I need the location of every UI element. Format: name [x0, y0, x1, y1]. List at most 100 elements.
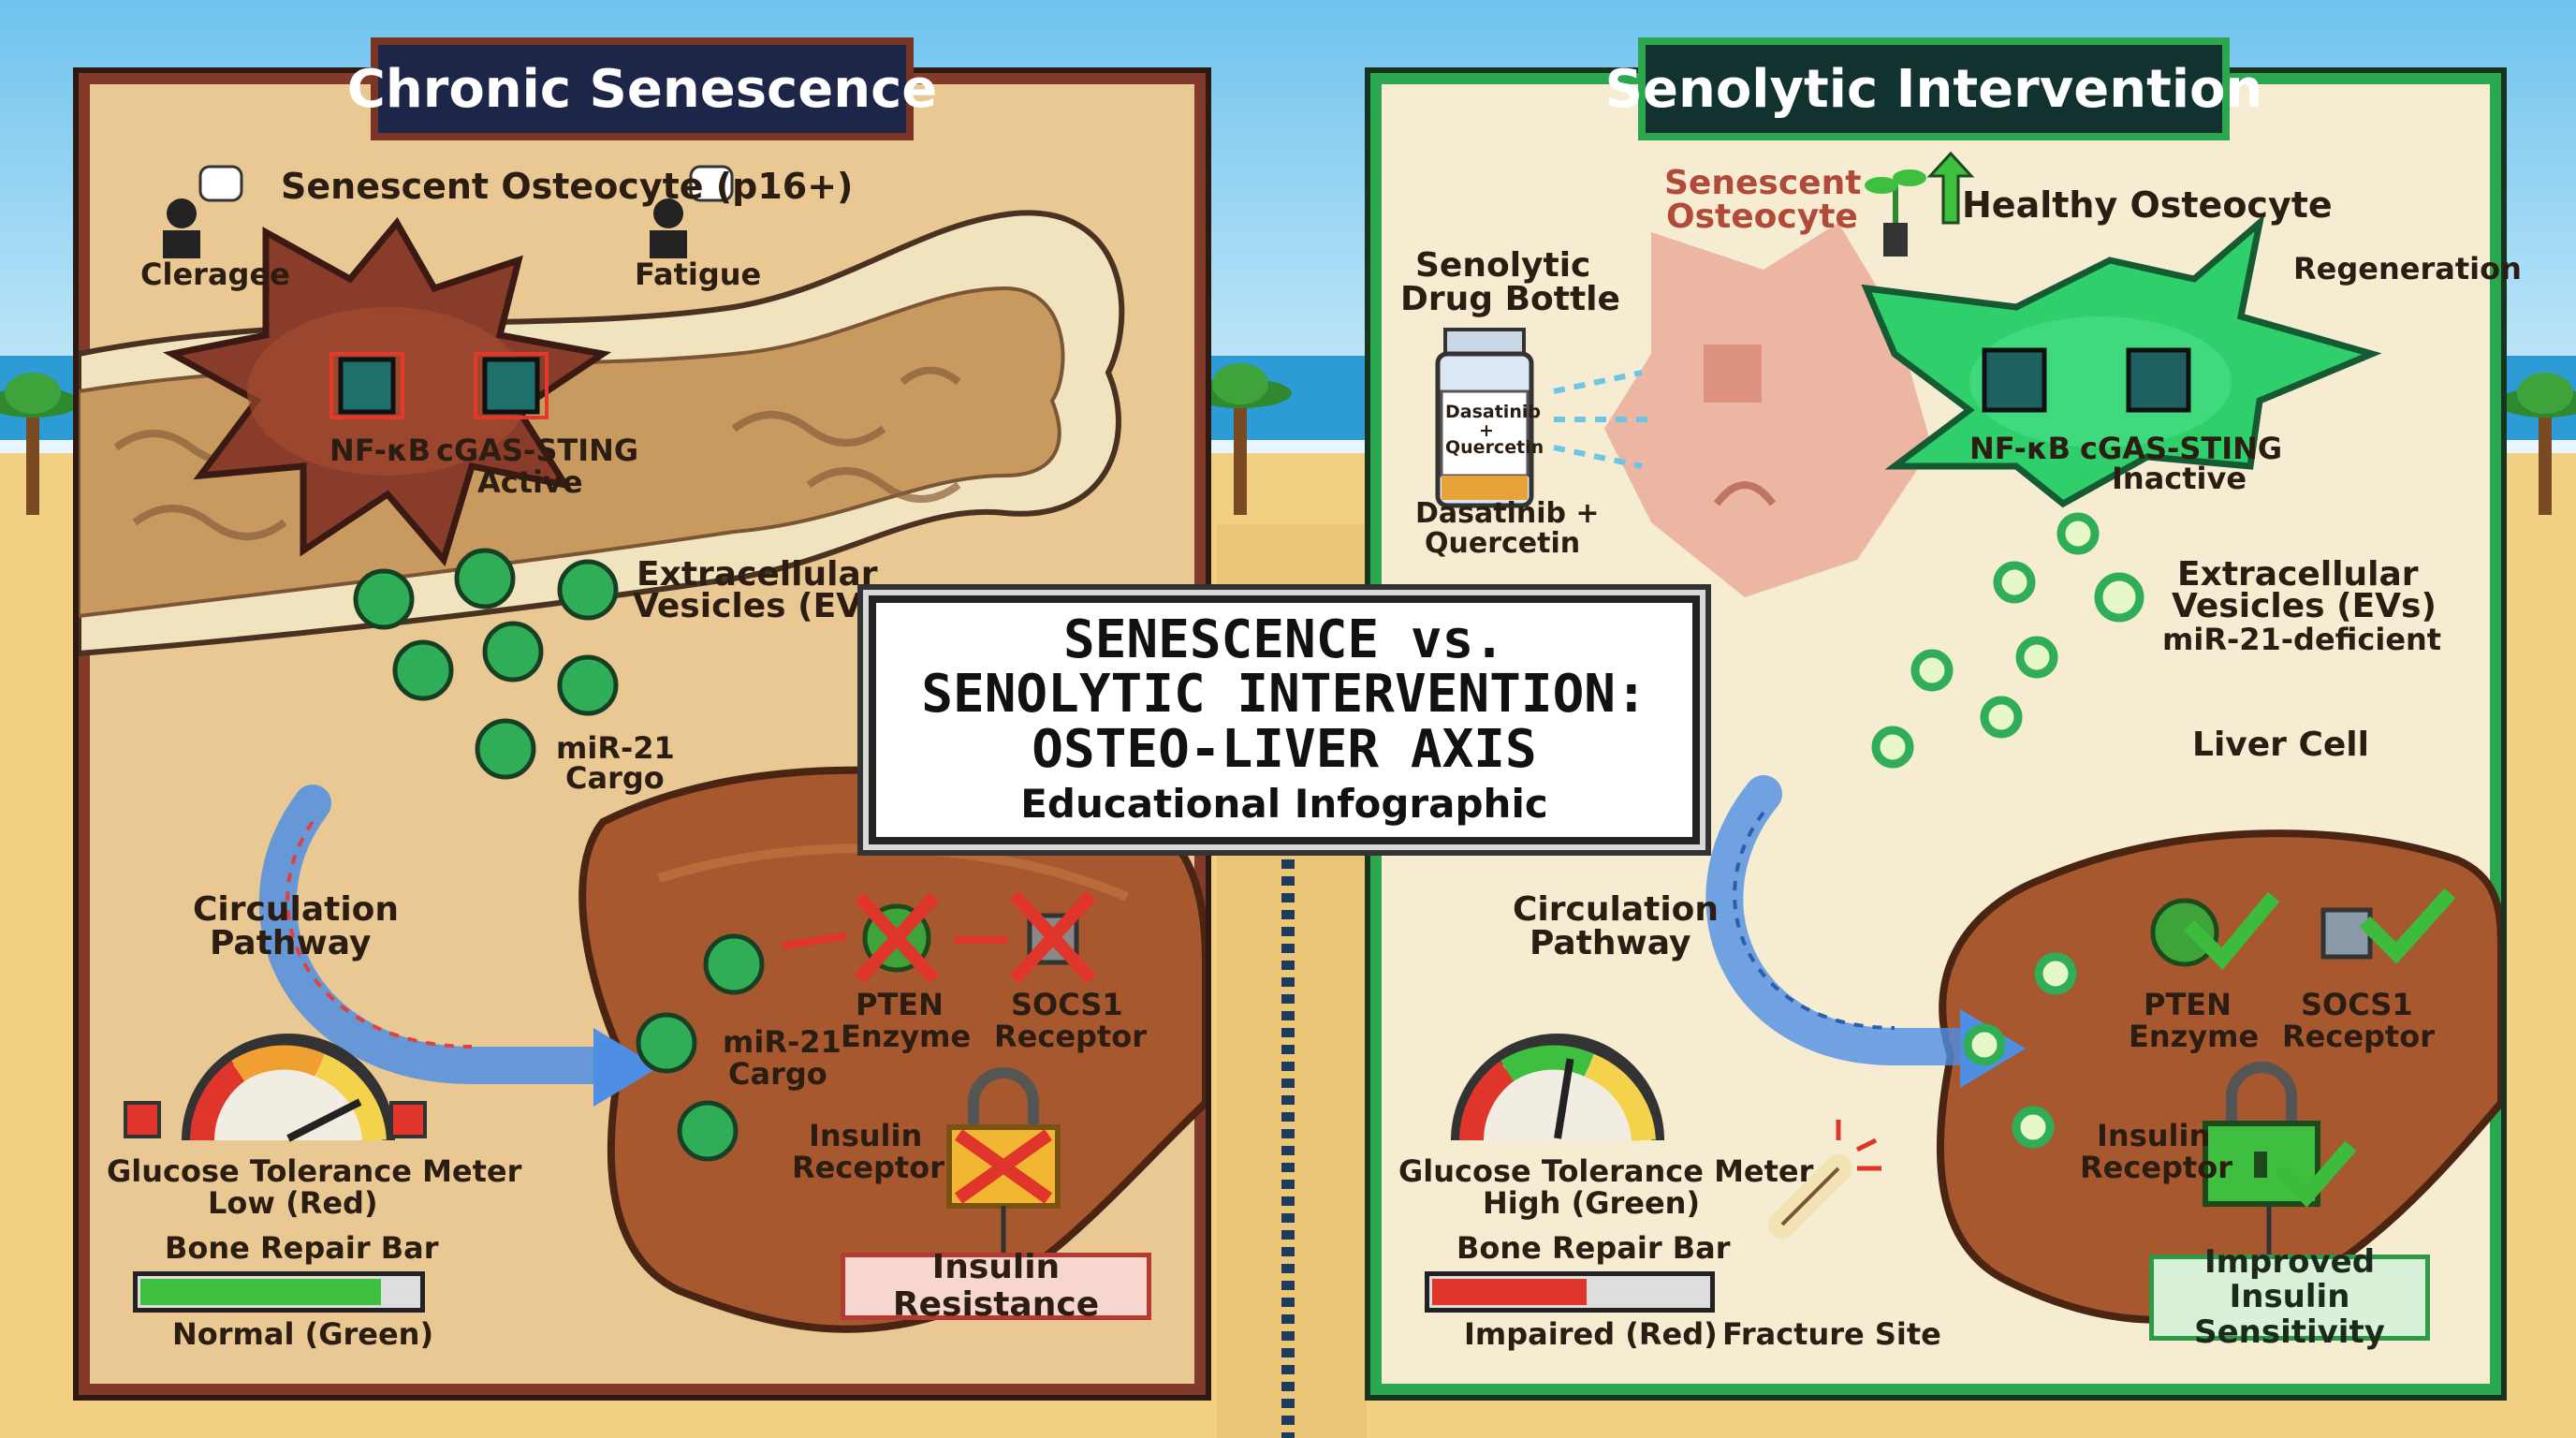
bone-repair-bar-right	[1425, 1271, 1715, 1313]
ev-label-3: miR-21-deficient	[2162, 622, 2442, 657]
insulin-resistance-tag: Insulin Resistance	[841, 1249, 1151, 1323]
mir21-label-2: Cargo	[565, 760, 665, 796]
socs1-satellite-icon	[2320, 907, 2373, 960]
nfkb-label: NF-κB	[329, 433, 432, 468]
bone-status-label: Impaired (Red)	[1464, 1316, 1718, 1352]
senescent-label-1: Senescent	[1664, 164, 1862, 202]
liver-mir21-label-1: miR-21	[723, 1024, 842, 1060]
glucose-gauge-right	[1451, 1034, 1664, 1142]
cgas-chip-icon	[2126, 347, 2191, 413]
nfkb-label: NF-κB	[1969, 431, 2071, 466]
worker-icon	[163, 198, 200, 258]
palm-tree-icon	[2498, 373, 2576, 515]
vial-label-2: +	[1479, 420, 1494, 441]
main-title-line-3: OSTEO-LIVER AXIS	[1032, 718, 1537, 780]
cgas-sting-label: cGAS-STING	[2080, 431, 2283, 466]
liver-cell-label: Liver Cell	[2192, 726, 2369, 764]
check-icon	[2359, 888, 2456, 964]
insulin-receptor-label-2: Receptor	[792, 1150, 944, 1185]
main-title-line-2: SENOLYTIC INTERVENTION:	[921, 664, 1647, 726]
left-illustration	[79, 165, 1206, 1333]
vial-label-1: Dasatinib	[1445, 402, 1541, 422]
fatigue-label: Fatigue	[635, 257, 762, 292]
circulation-label-1: Circulation	[1513, 890, 1720, 929]
glucose-meter-label: Glucose Tolerance Meter	[107, 1153, 522, 1189]
nfkb-chip-icon	[1982, 347, 2047, 413]
extracellular-vesicles	[1871, 512, 2144, 769]
extracellular-vesicles	[353, 548, 619, 780]
cgas-sting-label: cGAS-STING	[436, 433, 639, 468]
healthy-osteocyte-label: Healthy Osteocyte	[1962, 184, 2333, 226]
liver-mir21-label-2: Cargo	[728, 1056, 827, 1092]
liver-vesicles	[1963, 952, 2077, 1149]
fracture-site-label: Fracture Site	[1722, 1316, 1941, 1352]
nfkb-chip-icon	[329, 352, 404, 419]
ev-label-2: Vesicles (EVs)	[633, 587, 898, 625]
liver-vesicles	[636, 933, 765, 1162]
circulation-label-2: Pathway	[1530, 924, 1691, 962]
circulation-label-2: Pathway	[210, 924, 372, 962]
cross-icon	[854, 892, 940, 984]
glucose-status-label: High (Green)	[1483, 1185, 1701, 1221]
mir21-label-1: miR-21	[556, 730, 675, 766]
drug-caption-1: Dasatinib +	[1415, 497, 1600, 530]
cgas-chip-icon	[474, 352, 549, 419]
check-icon	[2273, 1140, 2357, 1208]
insulin-receptor-label-1: Insulin	[2097, 1118, 2211, 1153]
sleep-bubble-icon	[198, 165, 243, 202]
sprout-icon	[1865, 169, 1926, 257]
alarm-light-icon	[124, 1101, 161, 1138]
drug-caption-2: Quercetin	[1425, 527, 1581, 560]
ev-label-1: Extracellular	[2177, 555, 2419, 594]
socs1-label-2: Receptor	[2282, 1019, 2435, 1054]
sleep-bubble-icon	[689, 165, 734, 202]
socs1-label-1: SOCS1	[1011, 987, 1123, 1022]
palm-tree-icon	[0, 373, 80, 515]
bone-repair-bar-left	[133, 1271, 425, 1313]
right-illustration	[1435, 151, 2501, 1324]
fracture-bone-icon	[1768, 1120, 1881, 1239]
glucose-gauge-left	[182, 1034, 395, 1142]
main-subtitle: Educational Infographic	[1020, 780, 1548, 827]
pten-label-2: Enzyme	[2129, 1019, 2260, 1054]
left-panel-title: Chronic Senescence	[347, 37, 937, 140]
drug-bottle-icon	[1435, 328, 1534, 508]
cross-icon	[954, 1129, 1053, 1204]
circulation-label-1: Circulation	[193, 890, 400, 929]
bone-repair-bar-label: Bone Repair Bar	[165, 1230, 439, 1266]
socs1-label-2: Receptor	[994, 1019, 1147, 1054]
cgas-state-label: Inactive	[2112, 461, 2247, 496]
regeneration-label: Regeneration	[2293, 251, 2522, 286]
pten-gear-icon	[2150, 898, 2219, 967]
bone-status-label: Normal (Green)	[172, 1316, 434, 1352]
senescent-label-2: Osteocyte	[1666, 198, 1858, 236]
cgas-state-label: Active	[477, 464, 583, 500]
drug-label-1: Senolytic	[1415, 246, 1591, 285]
vial-label-3: Quercetin	[1445, 437, 1544, 458]
drug-label-2: Drug Bottle	[1400, 280, 1620, 318]
insulin-lock-icon	[2203, 1062, 2320, 1207]
insulin-receptor-label-1: Insulin	[809, 1118, 923, 1153]
right-panel-title: Senolytic Intervention	[1605, 37, 2262, 140]
palm-tree-icon	[1189, 363, 1292, 515]
cleragee-label: Cleragee	[140, 257, 290, 292]
pten-label-2: Enzyme	[841, 1019, 972, 1054]
up-arrow-icon	[1926, 151, 1975, 225]
pten-label-1: PTEN	[856, 987, 944, 1022]
pten-label-1: PTEN	[2144, 987, 2232, 1022]
socs1-label-1: SOCS1	[2301, 987, 2413, 1022]
circulation-arrow	[259, 785, 622, 1084]
ev-label-2: Vesicles (EVs)	[2172, 587, 2437, 625]
faded-senescent-cell	[1604, 223, 1932, 597]
main-title-card: SENESCENCE vs. SENOLYTIC INTERVENTION: O…	[869, 595, 1700, 844]
ev-label-1: Extracellular	[637, 555, 878, 594]
bone-repair-bar-label: Bone Repair Bar	[1456, 1230, 1731, 1266]
glucose-status-label: Low (Red)	[208, 1185, 378, 1221]
alarm-light-icon	[389, 1101, 427, 1138]
worker-icon	[650, 198, 687, 258]
senescent-osteocyte-label: Senescent Osteocyte (p16+)	[281, 166, 854, 207]
glucose-meter-label: Glucose Tolerance Meter	[1398, 1153, 1814, 1189]
insulin-receptor-label-2: Receptor	[2080, 1150, 2232, 1185]
main-title-line-1: SENESCENCE vs.	[1062, 609, 1505, 671]
